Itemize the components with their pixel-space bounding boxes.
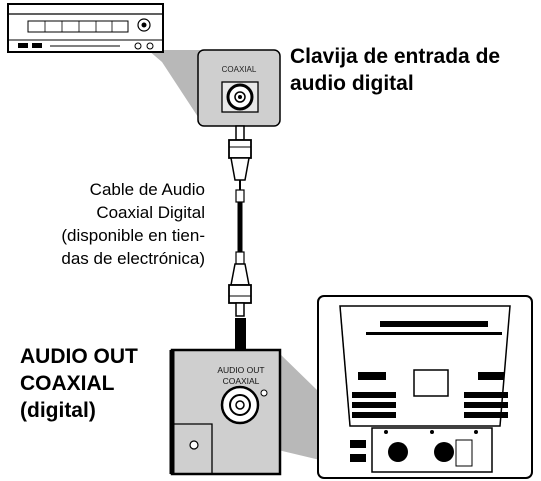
tv-rear-view [317, 295, 533, 479]
tv-audio-out-panel: AUDIO OUT COAXIAL [169, 348, 282, 476]
receiver-coaxial-jack-panel: COAXIAL [197, 49, 281, 127]
cable-caption-line3: (disponible en tien- [61, 226, 205, 245]
tv-jack-label-line1: AUDIO OUT [217, 365, 264, 375]
tv-heading-line2: COAXIAL [20, 372, 115, 395]
tv-heading-line3: (digital) [20, 399, 96, 422]
lower-rca-plug [228, 251, 252, 317]
cable-caption-line1: Cable de Audio [90, 180, 205, 199]
receiver-heading-line2: audio digital [290, 72, 414, 95]
cable-caption-line4: das de electrónica) [61, 249, 205, 268]
receiver-jack-label: COAXIAL [222, 65, 257, 74]
tv-jack-label-line2: COAXIAL [223, 376, 260, 386]
receiver-heading-line1: Clavija de entrada de [290, 45, 500, 68]
cable-caption-line2: Coaxial Digital [96, 203, 205, 222]
audio-receiver [7, 3, 164, 53]
upper-rca-plug [228, 125, 252, 203]
tv-heading-line1: AUDIO OUT [20, 345, 138, 368]
receiver-callout-wedge [148, 50, 200, 120]
